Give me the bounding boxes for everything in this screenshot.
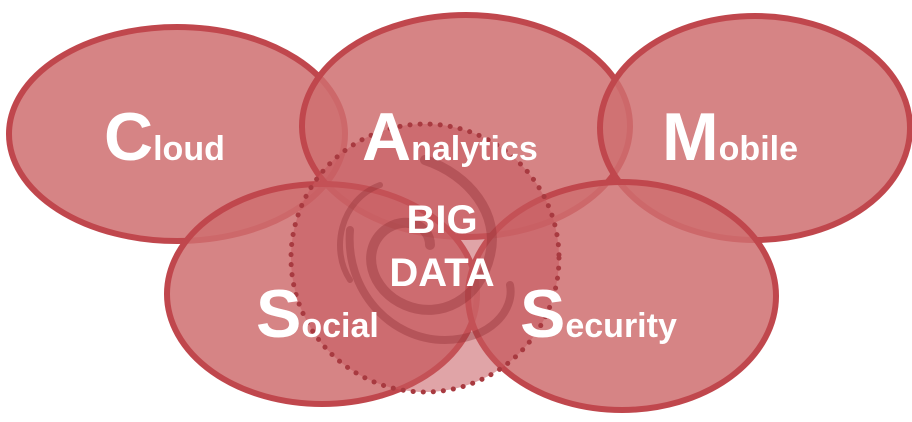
hub-swirl-icon <box>337 155 515 345</box>
center-line1: BIG <box>406 198 477 242</box>
analytics-label: Analytics <box>362 99 538 175</box>
cloud-rest: loud <box>153 130 225 168</box>
cloud-initial: C <box>104 99 153 175</box>
mobile-label: Mobile <box>662 99 798 175</box>
center-line2: DATA <box>389 251 494 295</box>
security-initial: S <box>520 276 565 352</box>
social-initial: S <box>256 276 301 352</box>
hub-circle <box>291 124 559 392</box>
cloud-label: Cloud <box>104 99 225 175</box>
security-label: Security <box>520 276 677 352</box>
mobile-initial: M <box>662 99 719 175</box>
hub-dotted-ring <box>288 121 562 395</box>
social-label: Social <box>256 276 379 352</box>
social-rest: ocial <box>301 307 378 345</box>
analytics-rest: nalytics <box>411 130 538 168</box>
security-rest: ecurity <box>565 307 677 345</box>
analytics-initial: A <box>362 99 411 175</box>
mobile-rest: obile <box>719 130 798 168</box>
hub-group <box>288 121 562 395</box>
